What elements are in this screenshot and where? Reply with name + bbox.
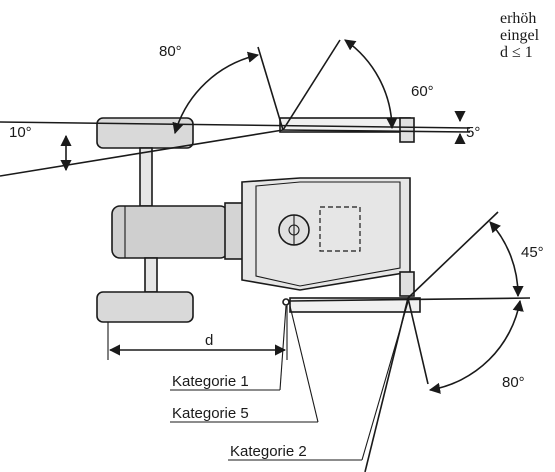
lower-axle <box>144 257 158 293</box>
upper-axle <box>139 147 153 207</box>
angle-label-right-tilt: 5° <box>466 124 480 141</box>
category-leaders <box>170 298 409 461</box>
category-label-1: Kategorie 1 <box>172 373 249 390</box>
driver-seat <box>319 206 361 252</box>
angle-label-right-lower: 80° <box>502 374 525 391</box>
category-label-5: Kategorie 5 <box>172 405 249 422</box>
side-text-line2: eingel <box>500 27 540 44</box>
side-text-line1: erhöh <box>500 10 536 27</box>
engine-hood <box>111 205 229 259</box>
tractor-outline <box>96 117 421 323</box>
sight-lines-top <box>0 39 471 177</box>
angle-label-top-left: 80° <box>159 43 182 60</box>
angle-label-right-upper: 45° <box>521 244 544 261</box>
cab-body <box>241 177 411 291</box>
distance-dimension <box>107 305 288 360</box>
distance-label: d <box>205 332 213 349</box>
category-label-2: Kategorie 2 <box>230 443 307 460</box>
side-text-line3: d ≤ 1 <box>500 44 533 61</box>
angle-label-left-tilt: 10° <box>9 124 32 141</box>
lower-wheel <box>96 291 194 323</box>
angle-label-top-right: 60° <box>411 83 434 100</box>
bottom-fender <box>289 297 421 313</box>
